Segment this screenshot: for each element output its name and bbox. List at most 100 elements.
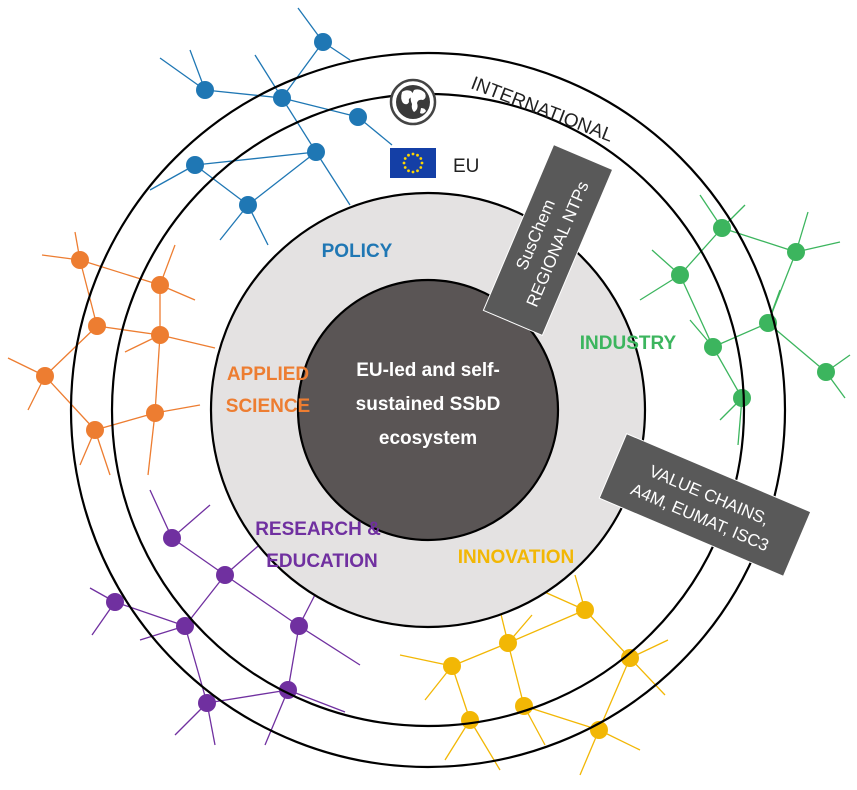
- network-edge: [767, 322, 827, 373]
- eu-star: [411, 152, 415, 156]
- network-node: [787, 243, 805, 261]
- network-edge: [507, 609, 586, 644]
- network-node: [671, 266, 689, 284]
- network-node: [146, 404, 164, 422]
- eu-flag-icon: [390, 148, 436, 178]
- network-research: [89, 489, 361, 746]
- sector-innovation-label: INNOVATION: [458, 547, 574, 568]
- eu-star: [411, 170, 415, 174]
- network-edge: [584, 609, 631, 659]
- stakeholder-networks: [7, 7, 851, 776]
- sector-applied-science-label-2: SCIENCE: [226, 396, 310, 417]
- network-edge: [224, 574, 300, 627]
- eu-star: [420, 161, 424, 165]
- network-node: [733, 389, 751, 407]
- network-node: [576, 601, 594, 619]
- eu-star: [407, 153, 410, 157]
- network-node: [88, 317, 106, 335]
- network-edge: [712, 322, 769, 348]
- network-node: [71, 251, 89, 269]
- network-node: [817, 363, 835, 381]
- sector-research-label-2: EDUCATION: [266, 551, 378, 572]
- eu-star: [402, 161, 406, 165]
- network-node: [151, 326, 169, 344]
- eu-star: [416, 169, 419, 173]
- network-node: [196, 81, 214, 99]
- network-edge: [159, 334, 216, 349]
- network-edge: [264, 689, 289, 746]
- eu-star: [403, 157, 407, 160]
- network-node: [499, 634, 517, 652]
- network-node: [216, 566, 234, 584]
- sector-research-label-1: RESEARCH &: [255, 519, 381, 540]
- network-edge: [507, 642, 525, 707]
- network-edge: [281, 97, 359, 118]
- sector-applied-science-label-1: APPLIED: [227, 364, 309, 385]
- network-node: [273, 89, 291, 107]
- network-edge: [281, 97, 317, 153]
- network-edge: [712, 346, 743, 399]
- globe-icon: [389, 78, 437, 126]
- network-node: [198, 694, 216, 712]
- eu-star: [403, 166, 407, 169]
- network-node: [443, 657, 461, 675]
- network-edge: [79, 259, 98, 327]
- international-ring: [69, 51, 787, 769]
- sector-policy-label: POLICY: [322, 241, 393, 262]
- eu-star: [419, 166, 423, 169]
- network-node: [314, 33, 332, 51]
- network-policy: [149, 7, 393, 246]
- network-node: [186, 156, 204, 174]
- sector-industry-label: INDUSTRY: [580, 333, 677, 354]
- eu-label: EU: [453, 156, 479, 177]
- network-node: [176, 617, 194, 635]
- network-node: [621, 649, 639, 667]
- international-label: INTERNATIONAL: [468, 73, 616, 147]
- eu-star: [407, 169, 410, 173]
- eu-star: [419, 157, 423, 160]
- network-edge: [44, 325, 98, 377]
- network-edge: [598, 657, 631, 731]
- core-label-line-1: EU-led and self-: [356, 360, 500, 381]
- network-edge: [194, 151, 317, 166]
- network-edge: [171, 537, 226, 576]
- network-edge: [298, 625, 361, 666]
- network-edge: [194, 164, 249, 206]
- eu-star: [416, 153, 419, 157]
- network-node: [713, 219, 731, 237]
- network-node: [36, 367, 54, 385]
- network-edge: [315, 151, 351, 206]
- network-edge: [184, 574, 226, 627]
- network-applied-science: [7, 231, 216, 476]
- network-edge: [184, 625, 208, 704]
- network-edge: [79, 259, 161, 286]
- network-edge: [721, 227, 797, 253]
- network-node: [163, 529, 181, 547]
- network-node: [349, 108, 367, 126]
- network-innovation: [399, 574, 669, 776]
- network-edge: [451, 642, 509, 667]
- core-label-line-3: ecosystem: [379, 428, 477, 449]
- core-circle: [296, 278, 560, 542]
- network-edge: [94, 412, 156, 431]
- network-edge: [204, 89, 283, 99]
- value-chains-banner: VALUE CHAINS, A4M, EUMAT, ISC3: [598, 433, 812, 577]
- network-edge: [247, 151, 317, 206]
- network-edge: [679, 274, 714, 348]
- network-edge: [281, 41, 324, 99]
- core-label-line-2: sustained SSbD: [356, 394, 501, 415]
- network-edge: [147, 412, 156, 476]
- network-node: [290, 617, 308, 635]
- network-node: [307, 143, 325, 161]
- network-edge: [451, 665, 471, 721]
- network-edge: [206, 689, 289, 704]
- network-node: [86, 421, 104, 439]
- network-edge: [114, 601, 186, 627]
- network-node: [151, 276, 169, 294]
- network-edge: [287, 625, 300, 691]
- network-edge: [96, 325, 161, 336]
- network-edge: [154, 334, 161, 414]
- network-node: [239, 196, 257, 214]
- network-edge: [159, 57, 206, 91]
